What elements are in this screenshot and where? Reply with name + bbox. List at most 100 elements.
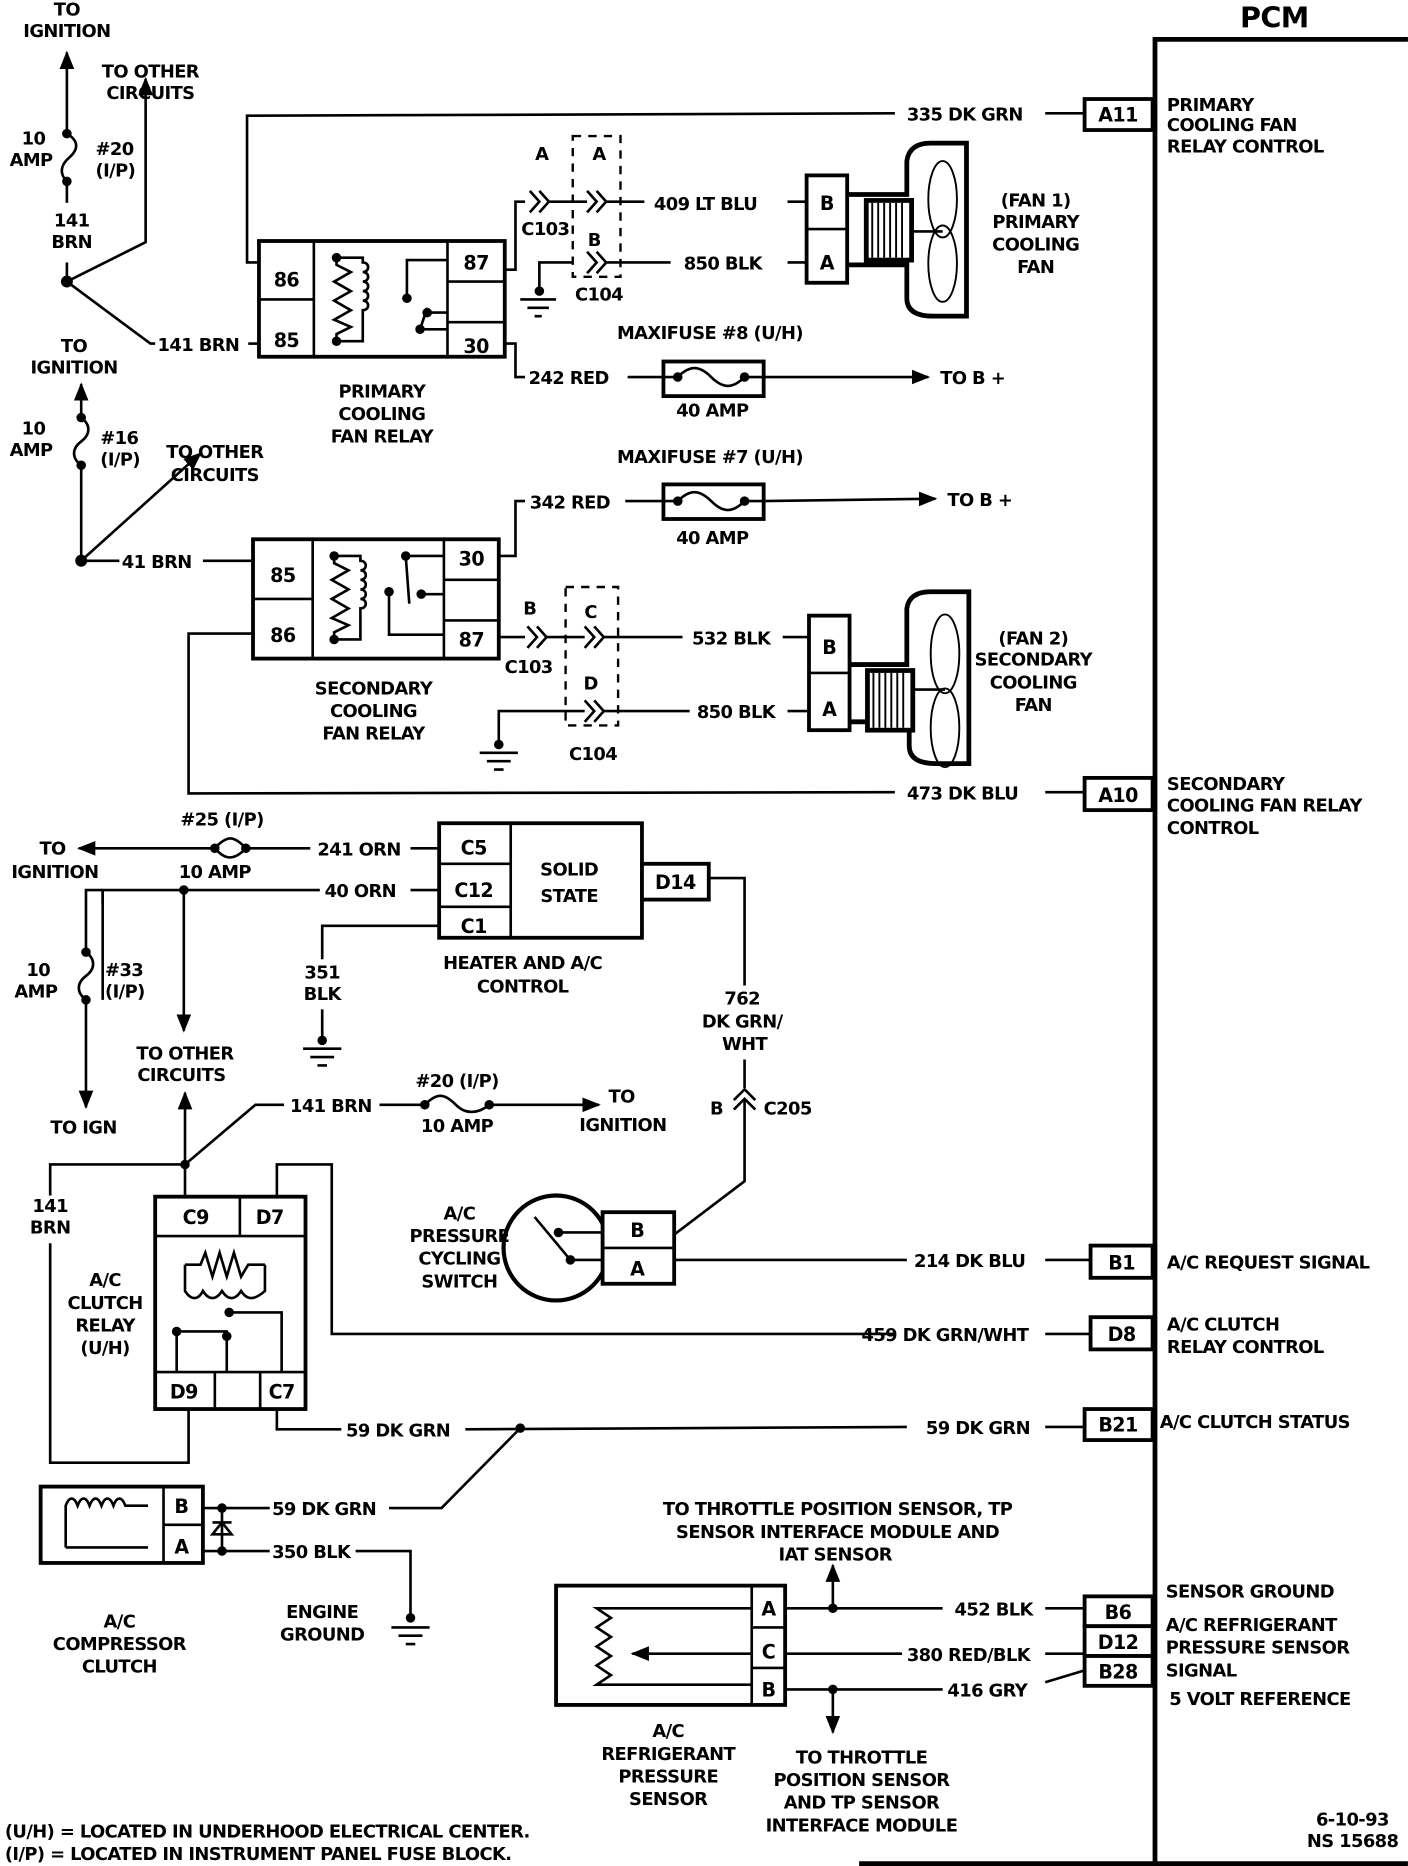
- wire-segment: [275, 1410, 342, 1431]
- diagram-label: (I/P): [105, 981, 145, 1002]
- clutch-coil-icon: [64, 1497, 149, 1549]
- legend-ip: (I/P) = LOCATED IN INSTRUMENT PANEL FUSE…: [5, 1844, 512, 1865]
- diagram-label: TO B +: [947, 490, 1012, 511]
- diagram-label: B: [710, 1098, 723, 1119]
- primary-cooling-fan-relay: 86 85 87 30 PRIMARY COOLING FAN RELAY: [257, 239, 507, 448]
- diagram-label: 59 DK GRN: [346, 1420, 450, 1441]
- diagram-label: A: [592, 144, 606, 165]
- diagram-label: C7: [269, 1381, 295, 1403]
- connector-box: [571, 134, 622, 278]
- connector-box: [564, 585, 620, 727]
- diagram-label: PRIMARY: [339, 381, 427, 402]
- diagram-label: CLUTCH: [82, 1657, 157, 1678]
- fuse-icon: [663, 490, 764, 512]
- splice-dot: [422, 307, 432, 318]
- diagram-label: MAXIFUSE #8 (U/H): [617, 323, 803, 344]
- fuse-icon: [663, 366, 764, 388]
- diagram-label: TO: [61, 336, 88, 357]
- diagram-label: B: [523, 598, 536, 619]
- splice-dot: [171, 1326, 182, 1337]
- footer-date: 6-10-93: [1316, 1809, 1389, 1830]
- connector-box: [1082, 97, 1155, 132]
- diagram-label: BLK: [304, 984, 343, 1005]
- fuse-20-icon: [60, 132, 78, 183]
- diagram-label: COOLING: [992, 235, 1079, 256]
- diagram-label: 86: [270, 625, 296, 647]
- diagram-label: C104: [575, 285, 623, 306]
- diagram-label: C205: [764, 1098, 812, 1119]
- splice-dot: [331, 336, 342, 346]
- wire-473-dk-blu: [187, 632, 895, 795]
- ignition-feed-1: TO IGNITION 10 AMP #20 (I/P) 141 BRN TO …: [10, 0, 263, 356]
- ground-icon: [520, 298, 557, 318]
- diagram-label: 87: [463, 253, 488, 275]
- diagram-label: B: [588, 230, 601, 251]
- ac-pressure-cycling-switch: B A A/C PRESSURE CYCLING SWITCH 214 DK B…: [410, 1193, 1091, 1303]
- connector-box: [1082, 775, 1155, 813]
- c205-connector-icon: [732, 1087, 757, 1111]
- splice-dot: [76, 460, 86, 471]
- diagram-label: C12: [454, 880, 493, 902]
- diagram-label: 762: [724, 989, 760, 1010]
- fan-1-icon: [847, 140, 969, 319]
- splice-dot: [62, 176, 72, 187]
- splice-dot: [534, 286, 545, 296]
- diagram-label: PRIMARY: [992, 212, 1080, 233]
- pcm-pin-b28: B28 5 VOLT REFERENCE: [1082, 1654, 1351, 1710]
- pcm-pin-d8: D8 A/C CLUTCH RELAY CONTROL: [1088, 1314, 1324, 1358]
- wire-segment: [763, 491, 938, 507]
- diagram-label: SOLID: [540, 860, 598, 881]
- diagram-label: 241 ORN: [317, 839, 400, 860]
- wire-segment: [497, 709, 585, 745]
- diagram-label: B: [761, 1680, 775, 1702]
- diagram-label: CONTROL: [1167, 818, 1259, 839]
- diagram-label: #33: [105, 960, 143, 981]
- diagram-label: AMP: [10, 440, 53, 461]
- diagram-label: PRESSURE SENSOR: [1166, 1638, 1350, 1659]
- splice-dot: [331, 252, 342, 263]
- diagram-label: 141 BRN: [158, 335, 240, 356]
- diagram-label: COOLING FAN RELAY: [1167, 795, 1364, 816]
- diagram-label: C: [762, 1641, 775, 1663]
- diagram-label: BRN: [30, 1218, 71, 1239]
- diagram-label: PRIMARY: [1167, 95, 1255, 116]
- splice-dot: [400, 551, 411, 561]
- ground-icon: [303, 1047, 342, 1067]
- diagram-label: B: [820, 193, 834, 215]
- diagram-label: CONTROL: [477, 977, 569, 998]
- splice-dot: [494, 739, 504, 750]
- splice-dot: [501, 1193, 611, 1303]
- wire-segment: [849, 589, 972, 766]
- diagram-label: RELAY: [75, 1315, 136, 1336]
- diagram-label: A11: [1098, 105, 1138, 127]
- connector-box: [1082, 1594, 1155, 1629]
- diagram-label: B6: [1105, 1602, 1132, 1624]
- wire-335-dk-grn: [245, 112, 895, 264]
- diagram-label: PRESSURE: [410, 1226, 510, 1247]
- wire-segment: [586, 190, 608, 214]
- wire-segment: [275, 1163, 895, 1336]
- pcm-title: PCM: [1240, 0, 1309, 34]
- fan-2-icon: [849, 589, 972, 769]
- splice-dot: [739, 372, 750, 382]
- diagram-label: FAN RELAY: [322, 724, 426, 745]
- splice-dot: [81, 947, 91, 957]
- wire-segment: [538, 261, 573, 292]
- ac-clutch-relay: C9 D7 D9 C7 459 DK GRN/WHT A/C CLUTCH RE…: [68, 1163, 1091, 1441]
- diagram-label: 86: [274, 269, 300, 291]
- wire-segment: [871, 202, 904, 258]
- diagram-label: D7: [256, 1207, 284, 1229]
- diagram-label: 10: [26, 960, 50, 981]
- fuse-16-icon: [72, 416, 90, 467]
- diagram-label: BRN: [51, 232, 92, 253]
- c103-connector-icon: [528, 190, 551, 214]
- pcm-pin-a11: A11 PRIMARY COOLING FAN RELAY CONTROL: [1082, 95, 1324, 158]
- diagram-label: A: [535, 144, 549, 165]
- diagram-label: TO B +: [940, 368, 1005, 389]
- diagram-label: A: [822, 699, 837, 721]
- diagram-label: 409 LT BLU: [654, 194, 757, 215]
- connector-box: [865, 668, 916, 733]
- diode-icon: [209, 1508, 235, 1552]
- relay-coil-icon: [328, 554, 368, 641]
